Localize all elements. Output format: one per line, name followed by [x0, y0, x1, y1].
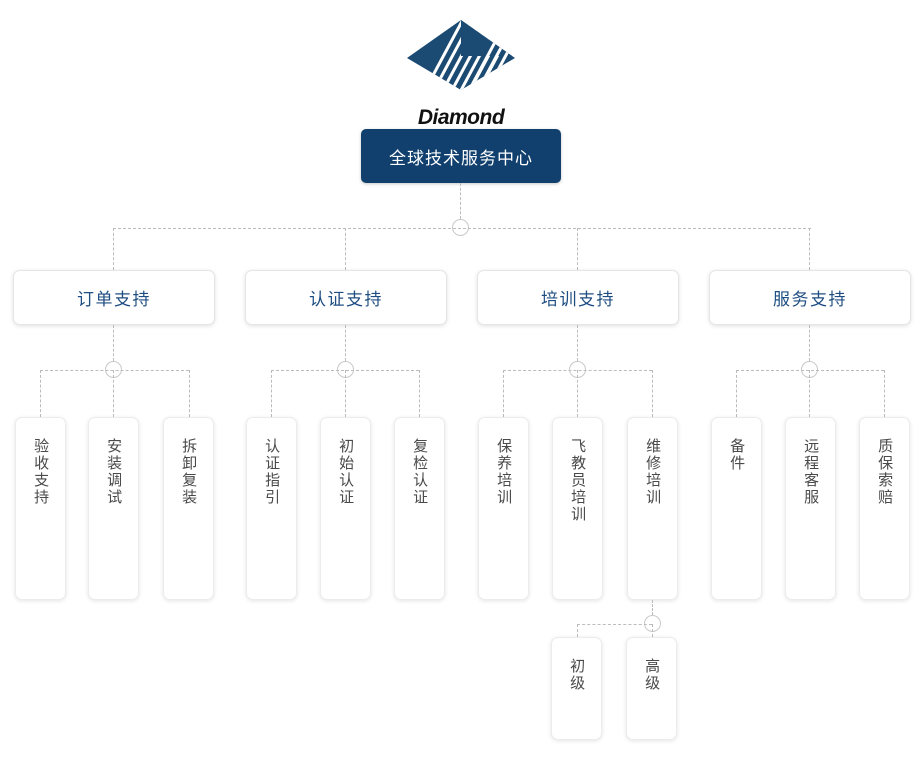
connector-drop-sub-0	[577, 624, 578, 637]
leaf-node-spare-parts[interactable]: 备件	[711, 417, 762, 600]
leaf-node-remote-customer-service[interactable]: 远程客服	[785, 417, 836, 600]
connector-drop-leaf-0-2	[189, 370, 190, 417]
connector-drop-leaf-1-0	[271, 370, 272, 417]
connector-drop-cat-0	[113, 228, 114, 270]
leaf-node-label: 保养培训	[495, 438, 513, 506]
connector-stem-repair-training	[652, 600, 653, 615]
connector-drop-cat-1	[345, 228, 346, 270]
connector-drop-leaf-3-2	[884, 370, 885, 417]
leaf-node-label: 高级	[643, 658, 661, 692]
leaf-node-label: 初级	[568, 658, 586, 692]
connector-stem-cat-1	[345, 325, 346, 361]
connector-stem-cat-2	[577, 325, 578, 361]
category-node-label: 订单支持	[77, 290, 151, 309]
leaf-node-repair-training[interactable]: 维修培训	[627, 417, 678, 600]
root-node-global-technical-service-center[interactable]: 全球技术服务中心	[361, 129, 561, 183]
connector-drop-leaf-3-0	[736, 370, 737, 417]
leaf-node-label: 拆卸复装	[180, 438, 198, 506]
leaf-node-warranty-claim[interactable]: 质保索赔	[859, 417, 910, 600]
category-node-label: 培训支持	[541, 290, 615, 309]
leaf-node-label: 备件	[728, 438, 746, 472]
connector-drop-leaf-2-2	[652, 370, 653, 417]
connector-drop-leaf-1-2	[419, 370, 420, 417]
leaf-node-label: 远程客服	[802, 438, 820, 506]
connector-stem-cat-0	[113, 325, 114, 361]
leaf-node-installation-commissioning[interactable]: 安装调试	[88, 417, 139, 600]
leaf-node-flight-instructor-training[interactable]: 飞教员培训	[552, 417, 603, 600]
connector-drop-leaf-2-1	[577, 370, 578, 417]
connector-drop-leaf-2-0	[503, 370, 504, 417]
leaf-node-junior-level[interactable]: 初级	[551, 637, 602, 740]
category-node-certification-support[interactable]: 认证支持	[245, 270, 447, 325]
leaf-node-label: 安装调试	[105, 438, 123, 506]
brand-logo: Diamond	[405, 18, 517, 129]
leaf-node-label: 认证指引	[263, 438, 281, 506]
leaf-node-label: 验收支持	[32, 438, 50, 506]
connector-stem-cat-3	[809, 325, 810, 361]
connector-drop-leaf-0-0	[40, 370, 41, 417]
leaf-node-acceptance-support[interactable]: 验收支持	[15, 417, 66, 600]
leaf-node-disassembly-reassembly[interactable]: 拆卸复装	[163, 417, 214, 600]
category-node-service-support[interactable]: 服务支持	[709, 270, 911, 325]
diamond-logo-icon	[407, 20, 515, 90]
connector-drop-cat-3	[809, 228, 810, 270]
brand-wordmark: Diamond	[417, 106, 505, 129]
leaf-node-label: 维修培训	[644, 438, 662, 506]
category-node-training-support[interactable]: 培训支持	[477, 270, 679, 325]
connector-leaf-bus-cat-3	[736, 370, 884, 371]
root-node-label: 全球技术服务中心	[389, 148, 533, 168]
connector-root-stem	[460, 183, 461, 219]
leaf-node-initial-certification[interactable]: 初始认证	[320, 417, 371, 600]
leaf-node-senior-level[interactable]: 高级	[626, 637, 677, 740]
connector-joint-root	[452, 219, 469, 236]
connector-drop-cat-2	[577, 228, 578, 270]
leaf-node-label: 复检认证	[411, 438, 429, 506]
connector-sub-bus-repair-training	[577, 624, 652, 625]
leaf-node-maintenance-training[interactable]: 保养培训	[478, 417, 529, 600]
connector-drop-sub-1	[652, 624, 653, 637]
connector-drop-leaf-1-1	[345, 370, 346, 417]
connector-drop-leaf-3-1	[809, 370, 810, 417]
leaf-node-certification-guidance[interactable]: 认证指引	[246, 417, 297, 600]
leaf-node-label: 飞教员培训	[569, 438, 587, 523]
leaf-node-label: 质保索赔	[876, 438, 894, 506]
connector-drop-leaf-0-1	[113, 370, 114, 417]
category-node-label: 认证支持	[309, 290, 383, 309]
connector-level2-bus	[113, 228, 811, 229]
connector-leaf-bus-cat-0	[40, 370, 189, 371]
category-node-label: 服务支持	[773, 290, 847, 309]
category-node-order-support[interactable]: 订单支持	[13, 270, 215, 325]
leaf-node-label: 初始认证	[337, 438, 355, 506]
leaf-node-recheck-certification[interactable]: 复检认证	[394, 417, 445, 600]
